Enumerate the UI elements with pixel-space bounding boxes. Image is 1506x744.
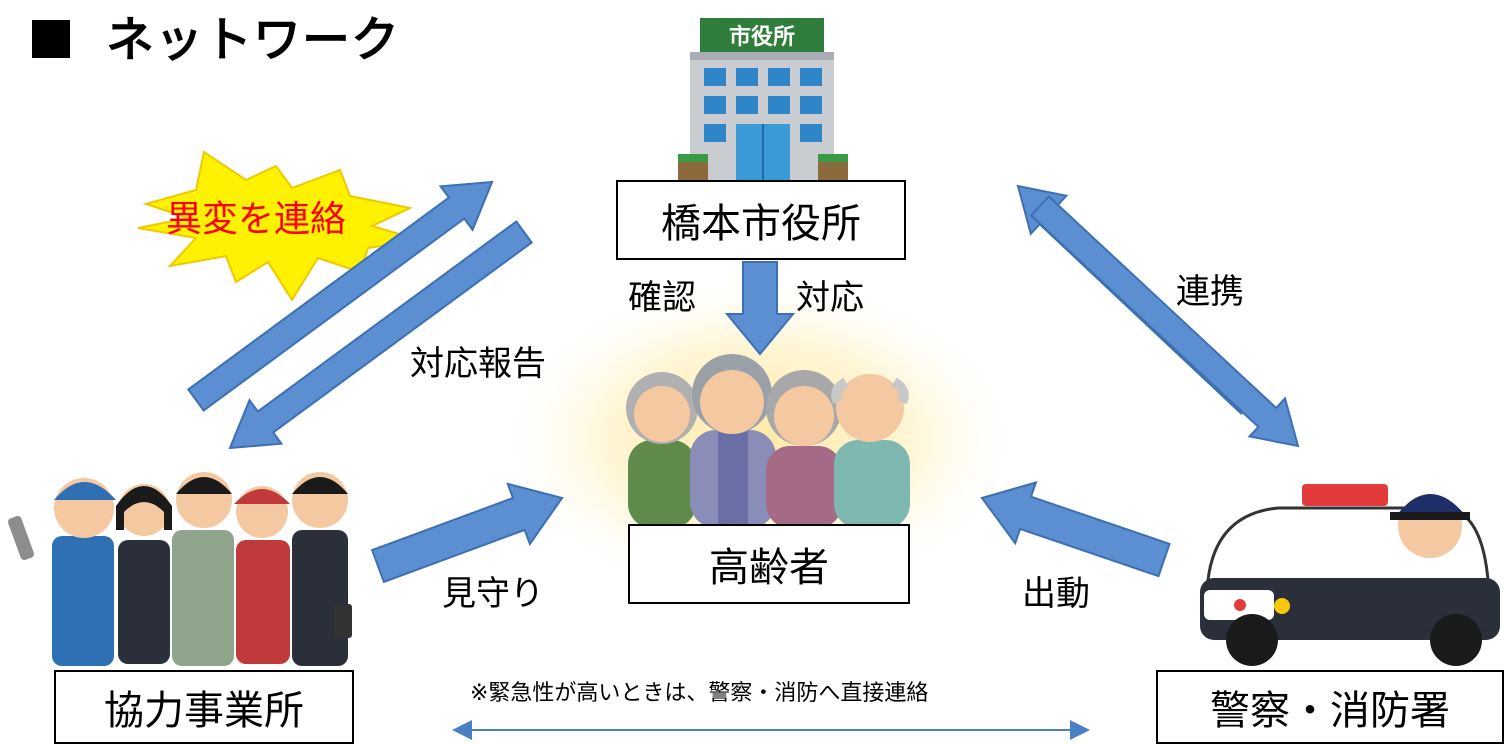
emergency-note: ※緊急性が高いときは、警察・消防へ直接連絡 — [470, 681, 929, 706]
city-hall-box: 橋本市役所 — [616, 180, 906, 260]
police-car-icon — [1200, 484, 1500, 666]
page-title: ネットワーク — [106, 12, 401, 68]
response-report-label: 対応報告 — [410, 344, 546, 384]
elderly-box: 高齢者 — [628, 524, 910, 604]
report-anomaly-label: 異変を連絡 — [166, 199, 347, 240]
dispatch-label: 出動 — [1022, 574, 1090, 614]
partners-to-elderly-arrow — [370, 482, 564, 584]
cityhall-to-elderly-arrow — [724, 261, 796, 356]
alert-burst-shape — [137, 150, 421, 302]
elderly-group-icon — [626, 354, 910, 528]
partners-box: 協力事業所 — [54, 670, 354, 744]
partners-to-cityhall-arrow — [186, 180, 494, 412]
cooperate-label: 連携 — [1176, 272, 1244, 312]
city-hall-building-icon: 市役所 — [678, 18, 848, 180]
arrows-layer — [186, 180, 1300, 584]
partners-workers-icon — [8, 472, 352, 666]
cityhall-to-partners-arrow — [228, 220, 534, 450]
respond-label: 対応 — [796, 278, 864, 318]
police-fire-box: 警察・消防署 — [1156, 670, 1504, 744]
watch-label: 見守り — [442, 574, 544, 614]
cityhall-police-arrow-2 — [1029, 195, 1300, 448]
police-to-elderly-arrow — [980, 481, 1171, 578]
title-marker — [32, 20, 70, 58]
city-hall-sign: 市役所 — [729, 24, 795, 50]
confirm-label: 確認 — [628, 278, 696, 318]
